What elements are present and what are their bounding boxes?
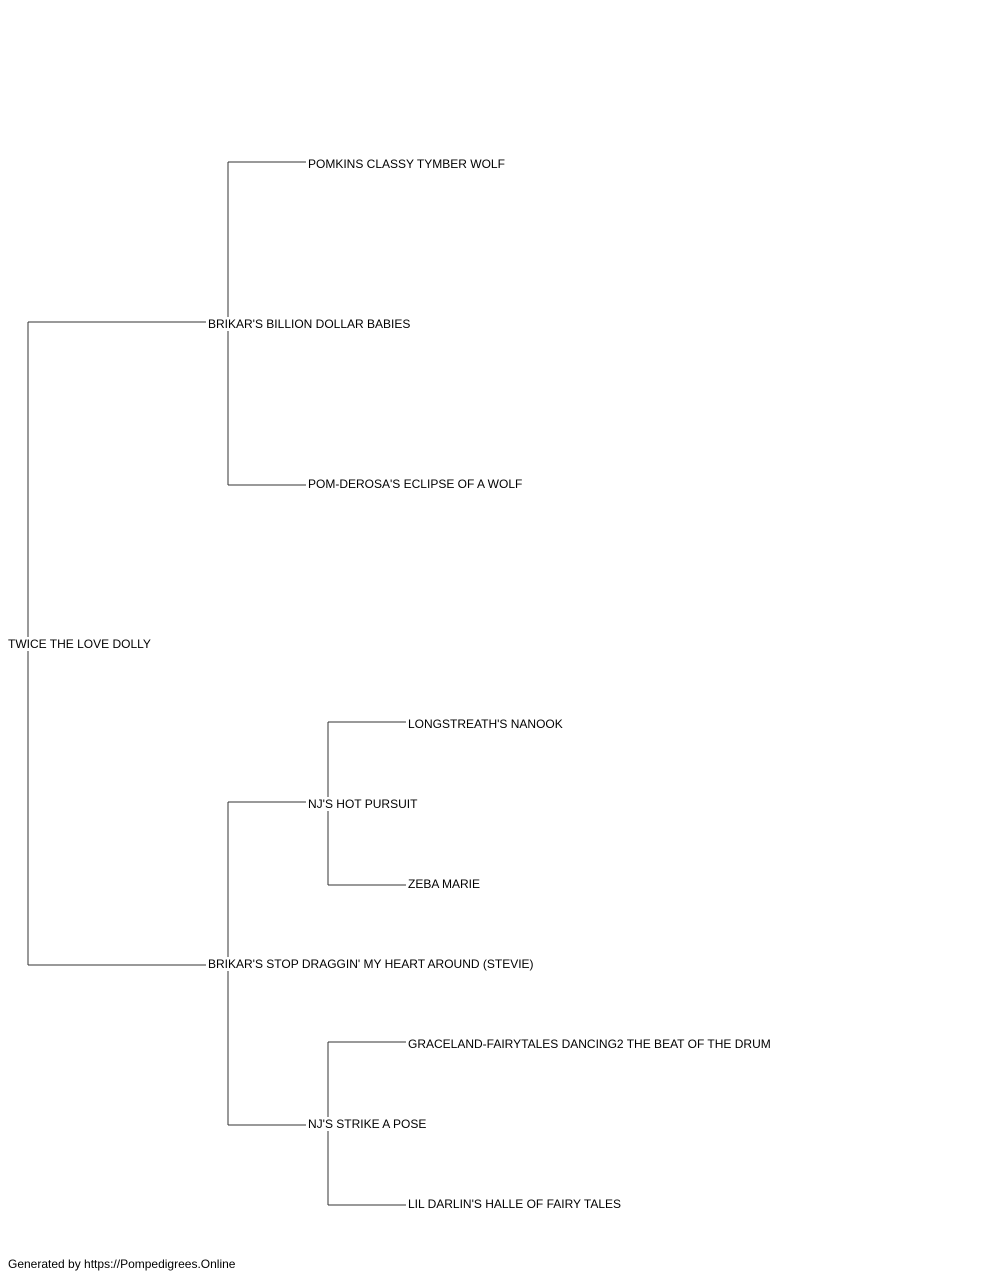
footer-credit: Generated by https://Pompedigrees.Online xyxy=(8,1257,236,1271)
dam-dam-name: NJ'S STRIKE A POSE xyxy=(308,1117,427,1131)
dam-dam-sire-name: GRACELAND-FAIRYTALES DANCING2 THE BEAT O… xyxy=(408,1037,771,1051)
dam-name: BRIKAR'S STOP DRAGGIN' MY HEART AROUND (… xyxy=(208,957,534,971)
sire-name: BRIKAR'S BILLION DOLLAR BABIES xyxy=(208,317,411,331)
dam-sire-dam-name: ZEBA MARIE xyxy=(408,877,481,891)
dam-sire-name: NJ'S HOT PURSUIT xyxy=(308,797,418,811)
sire-dam-name: POM-DEROSA'S ECLIPSE OF A WOLF xyxy=(308,477,523,491)
dam-sire-sire-name: LONGSTREATH'S NANOOK xyxy=(408,717,563,731)
dam-dam-dam-name: LIL DARLIN'S HALLE OF FAIRY TALES xyxy=(408,1197,622,1211)
sire-sire-name: POMKINS CLASSY TYMBER WOLF xyxy=(308,157,505,171)
subject-dog-name: TWICE THE LOVE DOLLY xyxy=(8,637,151,651)
